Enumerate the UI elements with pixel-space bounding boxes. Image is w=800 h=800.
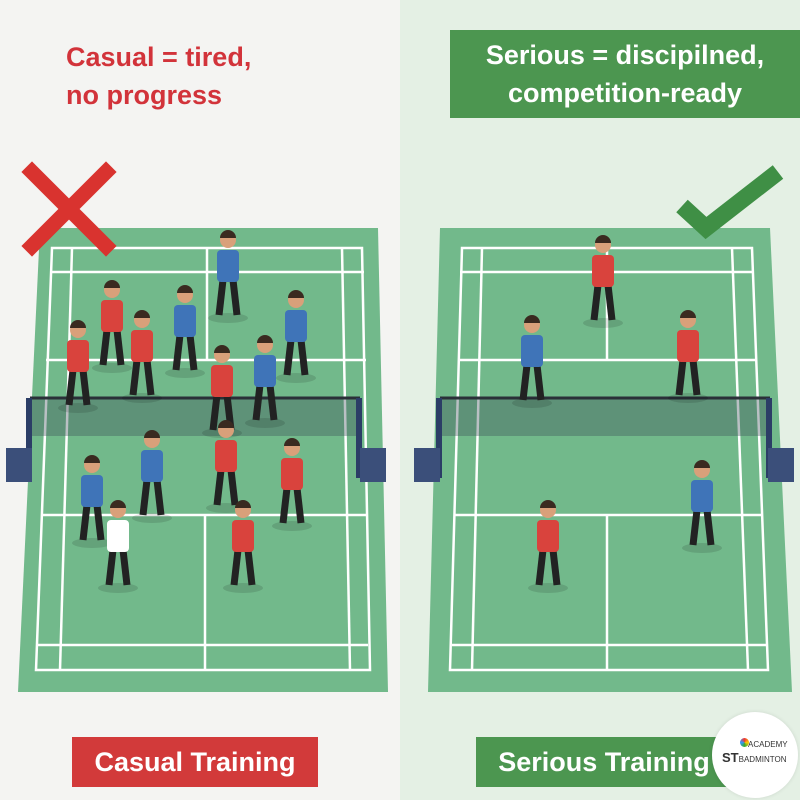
casual-headline: Casual = tired, no progress [66,38,251,114]
player-figure [98,500,138,593]
player-figure [272,438,312,531]
player-figure [245,335,285,428]
player-figure [165,285,205,378]
serious-headline: Serious = discipilned, competition-ready [450,30,800,118]
player-figure [528,500,568,593]
player-figure [132,430,172,523]
player-figure [583,235,623,328]
player-figure [122,310,162,403]
serious-headline-line-1: Serious = discipilned, [485,40,765,70]
logo-text-main: STBADMINTON [722,750,786,765]
casual-headline-line-1: Casual = tired, [66,42,252,72]
player-figure [512,315,552,408]
right-court [414,228,794,692]
player-figure [223,500,263,593]
logo-text-badminton: BADMINTON [738,755,787,764]
logo-text-st: ST [722,750,739,765]
player-figure [668,310,708,403]
player-figure [208,230,248,323]
serious-training-label: Serious Training [476,737,732,787]
academy-logo: ACADEMY STBADMINTON [712,712,798,798]
player-figure [682,460,722,553]
cross-icon [21,161,117,257]
serious-headline-line-2: competition-ready [507,78,743,108]
player-figure [92,280,132,373]
casual-headline-line-2: no progress [66,80,223,110]
logo-emblem-icon [740,738,749,747]
logo-text-academy: ACADEMY [748,740,788,749]
player-figure [72,455,112,548]
casual-training-label: Casual Training [72,737,318,787]
checkmark-icon [676,165,784,240]
left-court [6,228,388,692]
player-figure [276,290,316,383]
player-figure [58,320,98,413]
